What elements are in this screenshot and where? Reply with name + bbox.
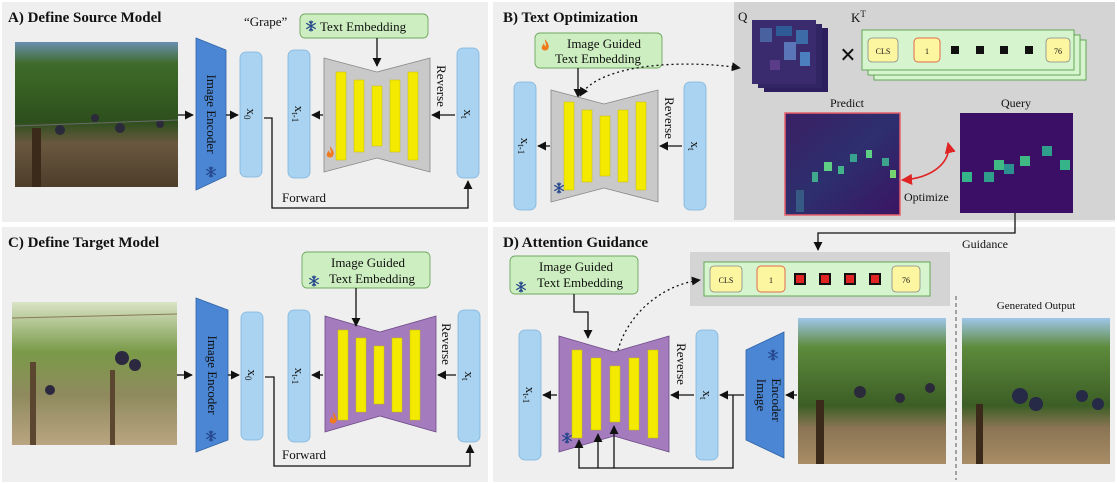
latent-x0-c: x0 (240, 311, 264, 441)
svg-text:xt: xt (698, 390, 715, 400)
unet-source-a (323, 57, 431, 173)
panel-a-title: A) Define Source Model (8, 10, 161, 26)
svg-text:xt-1: xt-1 (516, 138, 533, 155)
predict-label: Predict (830, 96, 865, 110)
latent-xt-a: xt (456, 47, 480, 179)
text-embedding-label-a: Text Embedding (320, 19, 407, 34)
reverse-label-c: Reverse (439, 323, 454, 365)
panel-c: C) Define Target Model Image Encoder x0 … (2, 227, 488, 482)
latent-xt1-d: xt-1 (518, 329, 542, 461)
image-guided-embedding-c: Image Guided Text Embedding (301, 251, 431, 289)
image-encoder-d: Image Encoder (745, 331, 785, 459)
panel-b: B) Text Optimization Image Guided Text E… (493, 2, 1115, 222)
latent-xt-d: xt (695, 329, 719, 461)
generated-output-image (962, 318, 1110, 464)
guided-token-bar: CLS 1 76 (690, 252, 950, 306)
key-token-stack: CLS 1 76 (861, 29, 1087, 81)
svg-text:76: 76 (902, 276, 910, 285)
svg-text:Text Embedding: Text Embedding (329, 271, 416, 286)
query-label: Query (1001, 96, 1031, 110)
guidance-label: Guidance (962, 237, 1008, 251)
prompt-word: “Grape” (244, 14, 288, 29)
optimize-label: Optimize (904, 190, 949, 204)
latent-x0-a: x0 (239, 51, 263, 178)
latent-xt1-a: xt-1 (287, 49, 311, 179)
svg-text:CLS: CLS (719, 276, 734, 285)
panel-a: A) Define Source Model Image Encoder x0 … (2, 2, 488, 222)
latent-xt1-c: xt-1 (287, 309, 311, 443)
svg-text:Image: Image (754, 379, 769, 412)
image-encoder-a: Image Encoder (195, 37, 227, 191)
query-attention-map (960, 113, 1073, 213)
svg-text:76: 76 (1054, 47, 1062, 56)
svg-text:xt-1: xt-1 (290, 106, 307, 123)
q-label: Q (738, 9, 748, 24)
times-icon: × (840, 40, 856, 71)
svg-text:xt-1: xt-1 (521, 387, 538, 404)
encoder-label-a: Image Encoder (204, 74, 219, 154)
input-vineyard-image-d (798, 318, 946, 464)
image-guided-embedding-d: Image Guided Text Embedding (509, 255, 639, 295)
predict-attention-map (784, 112, 901, 216)
forward-label-c: Forward (282, 447, 327, 462)
svg-text:Text Embedding: Text Embedding (555, 51, 642, 66)
image-guided-embedding-b: Image Guided Text Embedding (534, 32, 663, 69)
svg-text:xt: xt (460, 371, 477, 381)
svg-text:Image Guided: Image Guided (567, 36, 642, 51)
svg-text:Encoder: Encoder (769, 378, 784, 422)
svg-text:Image Guided: Image Guided (331, 255, 406, 270)
svg-text:x0: x0 (243, 370, 260, 382)
reverse-label-a: Reverse (434, 65, 449, 107)
latent-xt-c: xt (457, 309, 481, 443)
latent-xt-b: xt (683, 81, 707, 211)
forward-label-a: Forward (282, 190, 327, 205)
panel-b-title: B) Text Optimization (503, 10, 639, 26)
svg-text:xt-1: xt-1 (290, 368, 307, 385)
encoder-label-c: Image Encoder (205, 335, 220, 415)
source-vineyard-image (14, 42, 179, 187)
text-embedding-a: Text Embedding (299, 13, 429, 39)
latent-xt1-b: xt-1 (513, 81, 537, 211)
kt-label: KT (851, 9, 866, 25)
svg-text:Text Embedding: Text Embedding (537, 275, 624, 290)
svg-text:xt: xt (686, 141, 703, 151)
target-vineyard-image (11, 302, 178, 445)
svg-text:CLS: CLS (876, 47, 891, 56)
reverse-label-d: Reverse (674, 343, 689, 385)
svg-text:x0: x0 (242, 109, 259, 121)
svg-text:xt: xt (459, 109, 476, 119)
image-encoder-c: Image Encoder (195, 297, 229, 453)
generated-output-label: Generated Output (997, 300, 1076, 312)
query-map-stack (752, 20, 828, 92)
svg-text:1: 1 (925, 47, 929, 56)
reverse-label-b: Reverse (662, 97, 677, 139)
panel-c-title: C) Define Target Model (8, 235, 159, 251)
svg-text:Image Guided: Image Guided (539, 259, 614, 274)
unet-b (550, 89, 659, 203)
panel-d: D) Attention Guidance Guidance CLS 1 76 … (493, 213, 1115, 482)
unet-target-d (558, 335, 670, 453)
unet-target-c (324, 315, 437, 433)
panel-d-title: D) Attention Guidance (503, 235, 648, 251)
svg-text:1: 1 (769, 276, 773, 285)
